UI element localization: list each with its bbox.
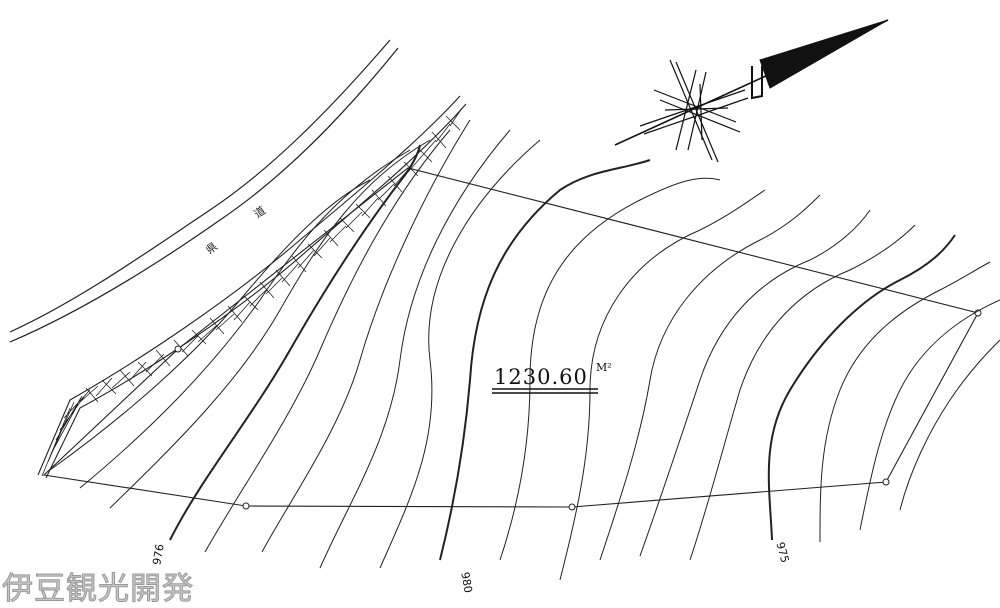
road-edge-inner: [9, 47, 399, 343]
contour-line: [79, 149, 411, 489]
contour-line: [379, 139, 541, 569]
contour-line: [49, 179, 371, 471]
north-arrow-head: [759, 19, 889, 89]
parcel-area-unit: M²: [596, 361, 612, 374]
road-edge-outer: [9, 39, 391, 333]
compass-star: [639, 59, 749, 163]
contour-line: [499, 177, 721, 561]
contour-line-976: [169, 144, 421, 541]
wall-lattice: [41, 107, 463, 477]
compass-rose-icon: [614, 19, 889, 163]
parcel-area-value: 1230.60: [494, 365, 588, 389]
contour-line-980: [439, 159, 651, 561]
contour-lines: [49, 119, 1000, 581]
contour-line: [109, 139, 431, 509]
wall-edge-outer: [37, 95, 461, 476]
north-arrow-flag: [751, 66, 763, 100]
boundary-line: [42, 167, 979, 508]
area-underline: [492, 388, 598, 394]
contour-line: [689, 224, 916, 561]
watermark: 伊豆観光開発: [2, 571, 194, 608]
contour-line: [559, 189, 766, 581]
contour-line: [204, 129, 451, 553]
marker: [242, 502, 250, 510]
contour-line: [261, 119, 471, 553]
contour-line: [819, 261, 991, 543]
boundary-markers: [174, 309, 982, 511]
marker: [174, 345, 182, 353]
contour-line: [899, 339, 1000, 511]
marker: [568, 503, 576, 511]
contour-line: [599, 194, 821, 561]
contour-line-975: [767, 234, 956, 541]
contour-line: [859, 299, 1000, 531]
contour-line: [639, 209, 871, 557]
contour-line: [319, 129, 511, 569]
marker: [882, 478, 890, 486]
road: [9, 39, 399, 343]
parcel-boundary: [42, 167, 979, 508]
